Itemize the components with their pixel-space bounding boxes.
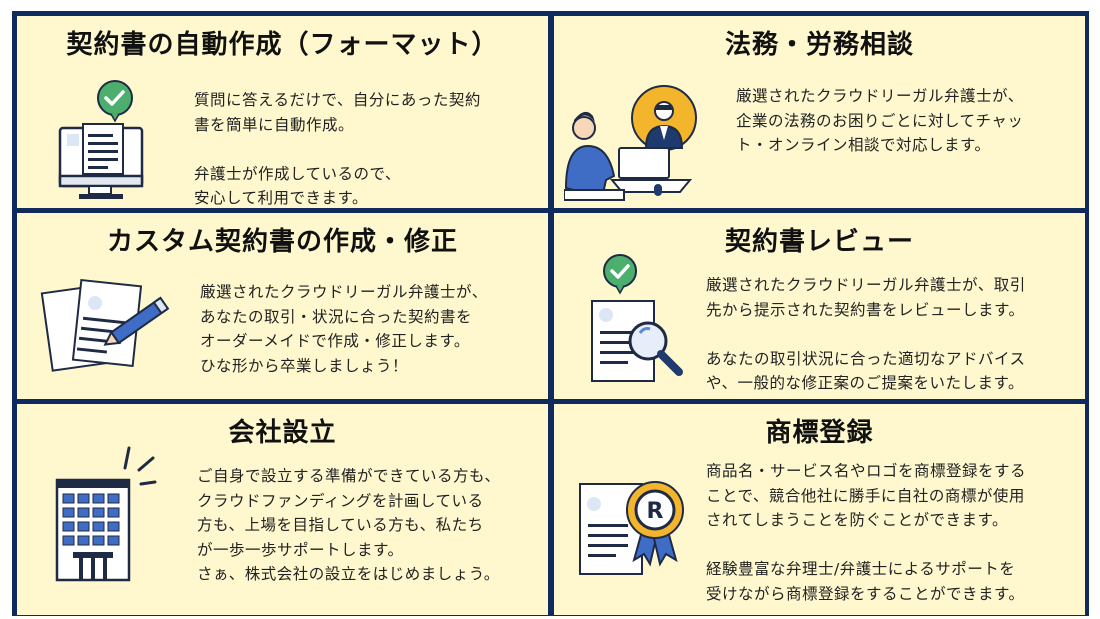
card-legal-consultation: 法務・労務相談 厳選されたクラウドリーガル弁護士が、 企業の法務のお困りごとに対…: [554, 16, 1085, 208]
document-magnifier-icon: [591, 254, 683, 382]
documents-pen-icon: [40, 278, 170, 372]
card-description: 商品名・サービス名やロゴを商標登録をする ことで、競合他社に勝手に自社の商標が使…: [706, 462, 1027, 603]
online-consultation-icon: [564, 85, 697, 201]
card-contract-review: 契約書レビュー 厳選されたクラウドリーガル弁護士が、取引 先から提示された契約書…: [554, 213, 1085, 399]
card-description: ご自身で設立する準備ができている方も、 クラウドファンディングを計画している 方…: [197, 467, 501, 583]
building-icon: [55, 446, 157, 582]
card-description: 厳選されたクラウドリーガル弁護士が、 あなたの取引・状況に合った契約書を オーダ…: [200, 283, 488, 375]
card-custom-contract: カスタム契約書の作成・修正 厳選されたクラウドリーガル弁護士が、 あなたの取引・…: [17, 213, 548, 399]
card-title: 商標登録: [765, 418, 874, 448]
card-description: 厳選されたクラウドリーガル弁護士が、 企業の法務のお困りごとに対してチャッ ト・…: [736, 87, 1024, 154]
trademark-badge-icon: R: [579, 481, 684, 575]
svg-text:R: R: [647, 499, 664, 524]
card-title: 契約書レビュー: [724, 227, 914, 257]
computer-document-check-icon: [58, 80, 144, 199]
card-description: 質問に答えるだけで、自分にあった契約 書を簡単に自動作成。 弁護士が作成している…: [194, 91, 481, 207]
card-trademark-registration: 商標登録 R 商品名・サービス名やロゴを商標登録をする ことで、競合他社に勝手に…: [554, 404, 1085, 615]
card-title: カスタム契約書の作成・修正: [106, 227, 458, 257]
card-title: 会社設立: [228, 418, 337, 448]
card-title: 契約書の自動作成（フォーマット）: [66, 30, 499, 60]
card-title: 法務・労務相談: [724, 30, 914, 60]
card-company-formation: 会社設立 ご自身で設立する準備ができている方も、 クラウドファンディングを計画し…: [17, 404, 548, 615]
card-auto-contract: 契約書の自動作成（フォーマット） 質問に答えるだけで、自分にあった契約 書を簡単…: [17, 16, 548, 208]
card-description: 厳選されたクラウドリーガル弁護士が、取引 先から提示された契約書をレビューします…: [706, 276, 1026, 392]
